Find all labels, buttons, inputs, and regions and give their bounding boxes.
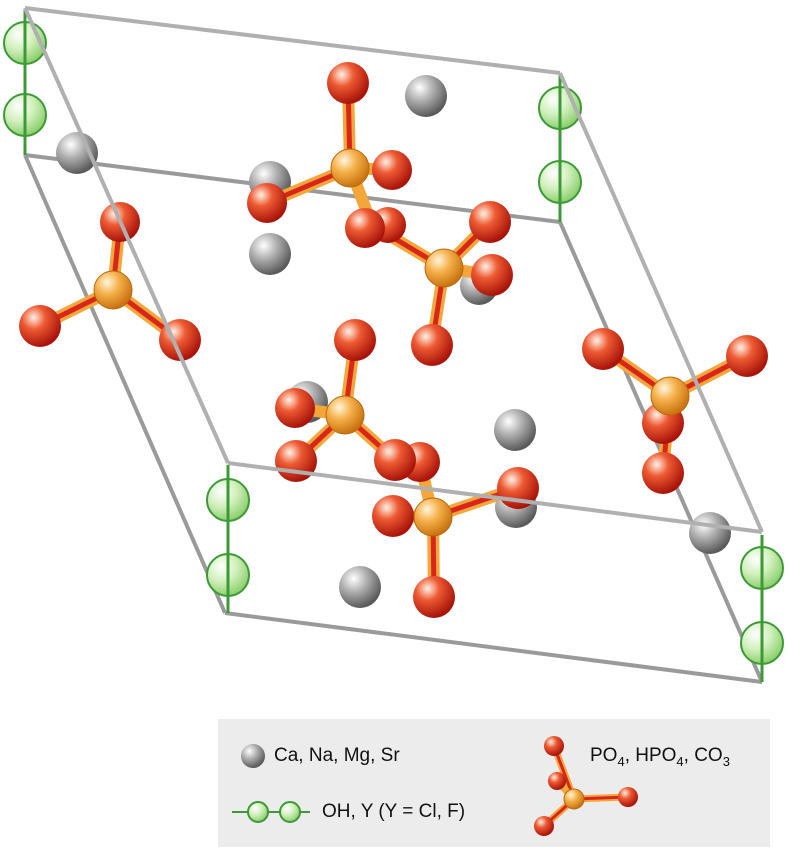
legend-group-label: PO4, HPO4, CO3 bbox=[590, 745, 730, 769]
oxygen-atom bbox=[411, 324, 453, 366]
oxygen-atom bbox=[469, 201, 511, 243]
cation-atom bbox=[249, 233, 291, 275]
oxygen-atom bbox=[642, 452, 684, 494]
unit-cell-front-frame bbox=[23, 6, 764, 534]
oxygen-atom bbox=[247, 183, 287, 223]
phosphorus-atom bbox=[424, 248, 464, 288]
oxygen-atoms bbox=[19, 62, 768, 618]
legend: Ca, Na, Mg, Sr OH, Y (Y = Cl, F) PO4, HP… bbox=[218, 719, 770, 847]
oxygen-atom bbox=[19, 305, 61, 347]
legend-graphics bbox=[232, 736, 638, 836]
oxygen-atom bbox=[327, 62, 369, 104]
oxygen-atom bbox=[726, 335, 768, 377]
legend-cation-label: Ca, Na, Mg, Sr bbox=[274, 745, 400, 766]
phosphorus-atom bbox=[413, 497, 453, 537]
oxygen-atom bbox=[334, 319, 376, 361]
cation-atom bbox=[339, 566, 381, 608]
phosphorus-atom bbox=[325, 395, 365, 435]
cation-atom bbox=[689, 512, 731, 554]
oxygen-atom bbox=[372, 150, 412, 190]
cation-atom bbox=[405, 75, 447, 117]
oh-chain-lines bbox=[23, 22, 764, 664]
phosphorus-atom bbox=[93, 270, 133, 310]
phosphorus-atoms bbox=[93, 148, 690, 537]
phosphorus-atom bbox=[650, 376, 690, 416]
oh-channel-edges bbox=[23, 10, 764, 682]
cation-atom bbox=[56, 132, 98, 174]
oxygen-atom bbox=[471, 254, 513, 296]
legend-phosphate-icon bbox=[534, 736, 638, 836]
oh-atoms bbox=[3, 21, 784, 665]
legend-oh-chain-icon bbox=[232, 801, 310, 823]
cation-atom bbox=[494, 409, 536, 451]
oxygen-atom bbox=[374, 439, 416, 481]
phosphorus-atom bbox=[330, 148, 370, 188]
oxygen-atom bbox=[413, 576, 455, 618]
legend-cation-icon bbox=[241, 744, 265, 768]
oxygen-atom bbox=[372, 495, 414, 537]
oxygen-atom bbox=[345, 208, 385, 248]
legend-anion-label: OH, Y (Y = Cl, F) bbox=[322, 801, 466, 822]
oxygen-atom bbox=[582, 328, 624, 370]
oxygen-atom bbox=[275, 388, 315, 428]
